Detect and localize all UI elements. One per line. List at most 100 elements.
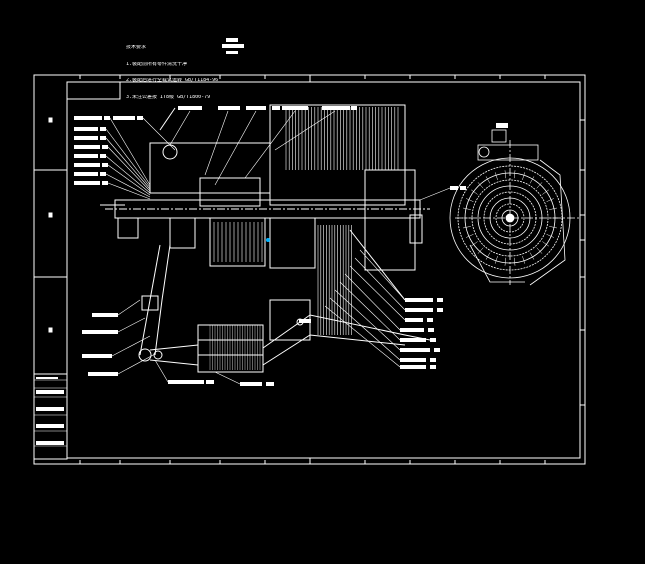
side-spoke: [466, 198, 474, 202]
callout-left: [74, 163, 100, 167]
leader-line: [107, 182, 151, 200]
side-spoke: [542, 241, 549, 247]
callout-top: [246, 106, 266, 110]
callout-left-num: [104, 116, 110, 120]
side-spoke: [529, 252, 535, 260]
side-top-stub: [491, 129, 507, 143]
leader-line: [324, 305, 401, 368]
side-spoke: [462, 207, 471, 210]
left-bearing-2: [169, 217, 196, 249]
leader-line: [204, 110, 229, 176]
side-spoke: [549, 226, 558, 229]
callout-right-num: [430, 365, 436, 369]
side-spoke: [536, 182, 543, 189]
rod: [149, 344, 199, 351]
leader-line: [354, 257, 406, 311]
callout-left: [74, 136, 98, 140]
callout-left-2: [113, 116, 135, 120]
leader-line: [329, 297, 401, 361]
title-block-box: [33, 373, 68, 460]
callout-leaders: [105, 110, 451, 385]
diag-leader-brace: [349, 229, 406, 301]
title-text-bar: [36, 424, 64, 428]
callout-right-num: [437, 308, 443, 312]
callout-left-num: [100, 136, 106, 140]
left-mark: [48, 327, 53, 333]
leader-line: [274, 110, 336, 151]
callout-right: [405, 308, 433, 312]
side-spoke: [529, 176, 535, 184]
hatching: [209, 107, 399, 370]
left-mark: [48, 117, 53, 123]
side-spoke: [477, 247, 484, 254]
callout-left-num: [100, 172, 106, 176]
callout-right: [400, 358, 426, 362]
leader-line: [244, 110, 296, 179]
callout-right-num: [427, 318, 433, 322]
side-spoke: [466, 234, 474, 238]
side-base: [469, 244, 525, 283]
leader-line: [339, 281, 401, 341]
callout-left: [74, 172, 98, 176]
gear-carrier: [149, 142, 271, 194]
technical-notes: 技术要求 1.装配前所有零件清洗干净 2.装配后进行空载试运转 GB/T1184…: [126, 34, 218, 106]
callout-top: [218, 106, 240, 110]
callout-right: [405, 298, 433, 302]
leader-line: [142, 117, 176, 151]
callout-right: [405, 318, 423, 322]
note-line-3: 2.装配后进行空载试运转 GB/T1184-96: [126, 78, 219, 83]
lower-gear: [209, 217, 266, 267]
side-housing-edge: [529, 159, 566, 286]
callout-left-num: [102, 145, 108, 149]
side-spoke: [471, 241, 478, 247]
leader-line: [105, 173, 151, 198]
leader-line: [349, 265, 406, 321]
lower-block: [269, 217, 316, 269]
callout-bottom-left: [92, 313, 118, 317]
side-spoke: [522, 172, 526, 181]
leader-line: [107, 164, 151, 196]
leader-line: [117, 299, 141, 316]
side-spoke: [522, 255, 526, 264]
side-spoke: [536, 247, 543, 254]
leader-line: [105, 128, 151, 188]
inner-border: [66, 81, 581, 459]
rod: [149, 359, 199, 366]
top-stamps: [222, 38, 244, 54]
leader-line: [109, 117, 151, 186]
note-line-2: 1.装配前所有零件清洗干净: [126, 61, 188, 67]
side-spoke: [494, 172, 498, 181]
arm-left-2: [154, 244, 171, 356]
stamp-bar: [226, 51, 238, 54]
side-top-bracket: [477, 144, 539, 161]
frame-grid-ticks: [48, 75, 585, 464]
callout-right-top-2: [460, 186, 466, 190]
side-spoke: [494, 255, 498, 264]
leader-line: [105, 155, 151, 194]
lower-link: [262, 314, 431, 349]
side-spoke: [504, 170, 507, 179]
callout-right: [400, 338, 426, 342]
callout-left-num: [100, 127, 106, 131]
callout-top: [351, 106, 357, 110]
title-text-bar: [36, 390, 64, 394]
title-text-bar: [36, 441, 64, 445]
leader-line: [111, 335, 151, 357]
side-spoke: [549, 207, 558, 210]
callout-left: [74, 145, 100, 149]
callout-top: [178, 106, 202, 110]
leader-line: [105, 137, 151, 190]
callout-left-num: [102, 181, 108, 185]
lower-link-2: [262, 334, 406, 366]
side-spoke: [485, 176, 491, 184]
leader-line: [334, 289, 401, 351]
callout-labels: [74, 106, 466, 386]
callout-top: [322, 106, 350, 110]
side-spoke: [462, 226, 471, 229]
cylinder-body: [197, 324, 264, 373]
callout-mid: [299, 319, 311, 323]
side-spoke: [546, 198, 554, 202]
side-spoke: [513, 257, 516, 266]
side-spoke: [542, 189, 549, 195]
